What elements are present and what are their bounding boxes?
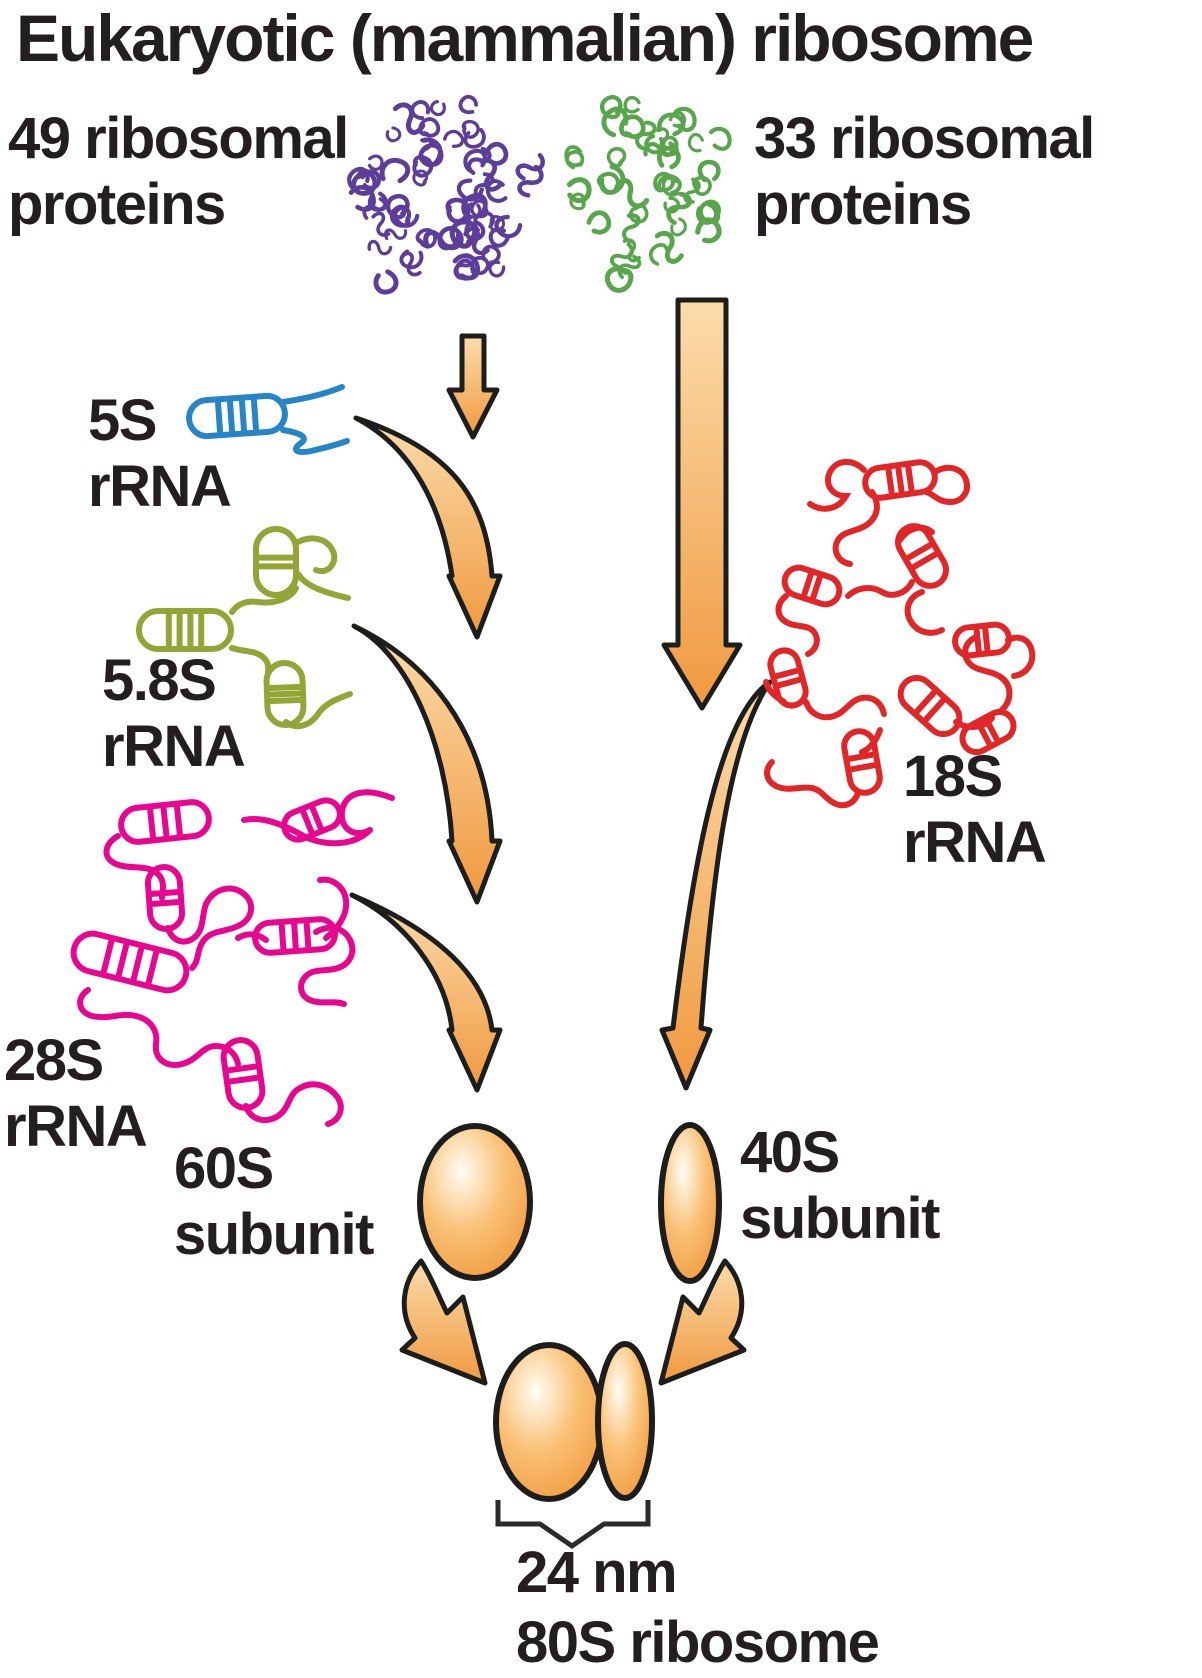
subunit-40s-oval (658, 1122, 722, 1284)
arrow-proteins-right (661, 297, 743, 711)
label-28s-rrna: 28S rRNA (4, 1028, 148, 1159)
arrow-58s (351, 623, 503, 905)
label-60s-subunit: 60S subunit (174, 1136, 374, 1267)
arrow-28s (349, 892, 503, 1093)
ribosome-80s-large-oval (493, 1342, 605, 1502)
molecule-5s-rrna (186, 384, 350, 455)
arrow-5s (353, 415, 503, 640)
molecule-18s-rrna (763, 459, 1036, 809)
label-33-proteins: 33 ribosomal proteins (754, 106, 1095, 237)
arrow-60s-join (399, 1258, 488, 1386)
label-49-proteins: 49 ribosomal proteins (8, 106, 349, 237)
arrow-18s (659, 679, 773, 1091)
label-58s-rrna: 5.8S rRNA (102, 648, 246, 779)
protein-cluster-49 (347, 94, 545, 295)
size-bracket (495, 1500, 651, 1550)
label-40s-subunit: 40S subunit (740, 1120, 940, 1251)
label-18s-rrna: 18S rRNA (903, 744, 1047, 875)
ribosome-80s-small-oval (595, 1341, 655, 1501)
subunit-60s-oval (417, 1123, 533, 1281)
label-80s-ribosome: 80S ribosome (516, 1610, 880, 1675)
arrow-proteins-left (446, 333, 500, 440)
molecule-58s-rrna (136, 526, 353, 730)
protein-cluster-33 (564, 95, 732, 293)
arrow-40s-join (658, 1258, 747, 1386)
label-5s-rrna: 5S rRNA (88, 388, 232, 519)
diagram-title: Eukaryotic (mammalian) ribosome (16, 1, 1034, 75)
label-24nm: 24 nm (516, 1540, 678, 1605)
molecule-28s-rrna (70, 789, 395, 1127)
